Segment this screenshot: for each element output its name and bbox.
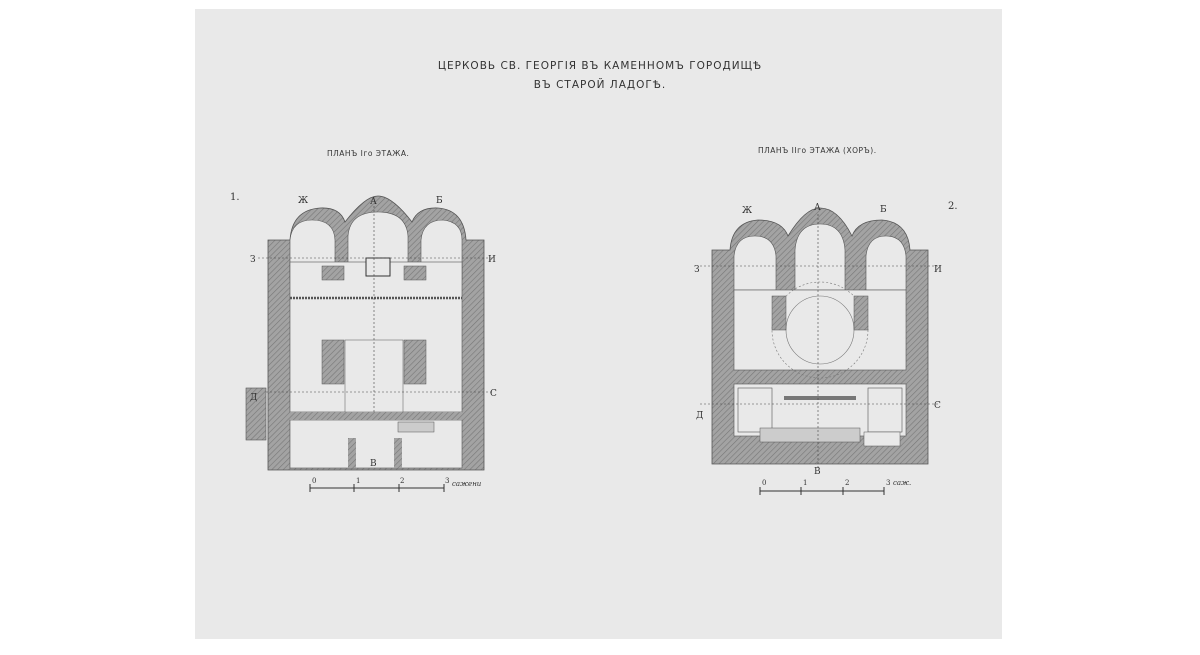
plan2-scale-tick-1: 1 [803,479,807,487]
plan1-caption: ПЛАНЪ Iго ЭТАЖА. [327,149,410,158]
plan2-mark-b: Б [880,205,887,215]
plan1-wall [290,412,462,420]
plan2-apse-center [794,223,846,291]
plan2-room-right [867,387,903,433]
plan2-scale-tick-3: 3 [886,479,890,487]
plan1-scale-tick-3: 3 [445,477,449,485]
plan2-nave [733,289,907,371]
plan2-room-left [737,387,773,433]
plan2-scale-tick-0: 0 [762,479,766,487]
plan1-pier [403,339,427,385]
plan1-pier [321,265,345,281]
title-line-1: ЦЕРКОВЬ СВ. ГЕОРГІЯ ВЪ КАМЕННОМЪ ГОРОДИЩ… [437,60,763,72]
plan2-mark-i: И [934,265,942,275]
plan1-number: 1. [230,192,240,203]
plan1-scale-unit: сажени [452,480,482,488]
plan2-scale-tick-2: 2 [845,479,849,487]
plan2-mark-a: А [814,203,821,213]
plan1-pier [321,339,345,385]
plan1-mark-a: А [370,197,377,207]
plan2-stairs [759,427,861,443]
plan2-caption: ПЛАНЪ IIго ЭТАЖА (ХОРЪ). [758,146,877,155]
plan1-altar [365,257,391,277]
plan2-number: 2. [948,201,958,212]
plan2-balustrade [784,396,856,400]
plan2-mark-zh: Ж [742,206,752,216]
plan1-mark-i: И [488,255,496,265]
plan2-scale-unit: саж. [893,479,911,487]
plan2-apse-right [865,235,907,291]
plan1-mark-z: З [250,255,256,265]
plan2-mark-z: З [694,265,700,275]
plan2-apse-left [733,235,777,291]
plan1-mark-v: В [370,459,377,469]
plan1-mark-s: С [490,389,497,399]
plan1-mark-d: Д [250,393,257,403]
plan2-pier [771,295,787,331]
plan2-mark-s: С [934,401,941,411]
plan1-mark-zh: Ж [298,196,308,206]
plan2-mark-v: В [814,467,821,477]
plan1-drawing: 0 1 2 3 сажени Ж А Б З И С Д В [245,195,497,492]
plan1-mark-b: Б [436,196,443,206]
plan2-drawing: 0 1 2 3 саж. Ж А Б З И С Д В [694,203,942,495]
plan2-small-room [863,431,901,447]
title-line-2: ВЪ СТАРОЙ ЛАДОГѢ. [533,79,667,91]
plan2-mark-d: Д [696,411,703,421]
plan1-side-annex [245,387,267,441]
plan1-pier [403,265,427,281]
plan2-pier [853,295,869,331]
plan1-scale-tick-2: 2 [400,477,404,485]
plan1-stairs [397,421,435,433]
plan1-wall [394,438,402,468]
plan1-scale-tick-0: 0 [312,477,316,485]
plan1-wall [348,438,356,468]
plan1-scale-tick-1: 1 [356,477,360,485]
